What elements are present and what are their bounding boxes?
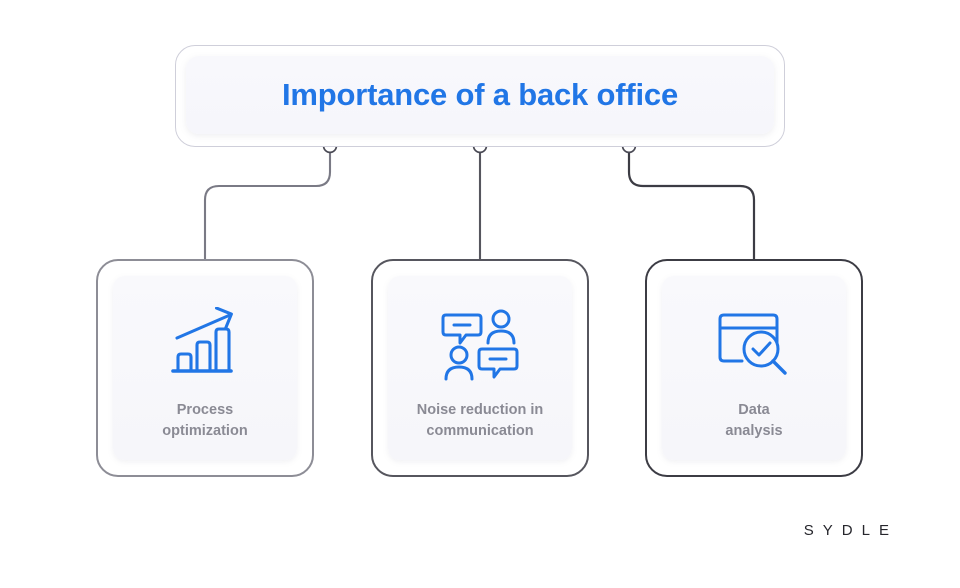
- feature-card-label: Noise reduction in communication: [416, 402, 544, 439]
- feature-card-noise-reduction[interactable]: Noise reduction in communication: [371, 259, 589, 477]
- people-chat-bubbles-icon: [440, 304, 520, 382]
- feature-card-panel: Data analysis: [662, 276, 846, 460]
- window-magnifier-check-icon: [715, 304, 793, 382]
- sydle-logo: SYDLE: [803, 522, 898, 539]
- title-card: Importance of a back office: [175, 45, 785, 147]
- feature-card-label: Data analysis: [725, 402, 783, 439]
- feature-card-panel: Process optimization: [113, 276, 297, 460]
- connector-path-left: [203, 148, 332, 261]
- connector-path-right: [627, 148, 756, 261]
- feature-card-label: Process optimization: [162, 402, 248, 439]
- feature-card-panel: Noise reduction in communication: [388, 276, 572, 460]
- page-title: Importance of a back office: [282, 77, 678, 112]
- bar-chart-growth-icon: [167, 304, 243, 382]
- feature-card-data-analysis[interactable]: Data analysis: [645, 259, 863, 477]
- title-card-panel: Importance of a back office: [186, 56, 774, 134]
- feature-card-process-optimization[interactable]: Process optimization: [96, 259, 314, 477]
